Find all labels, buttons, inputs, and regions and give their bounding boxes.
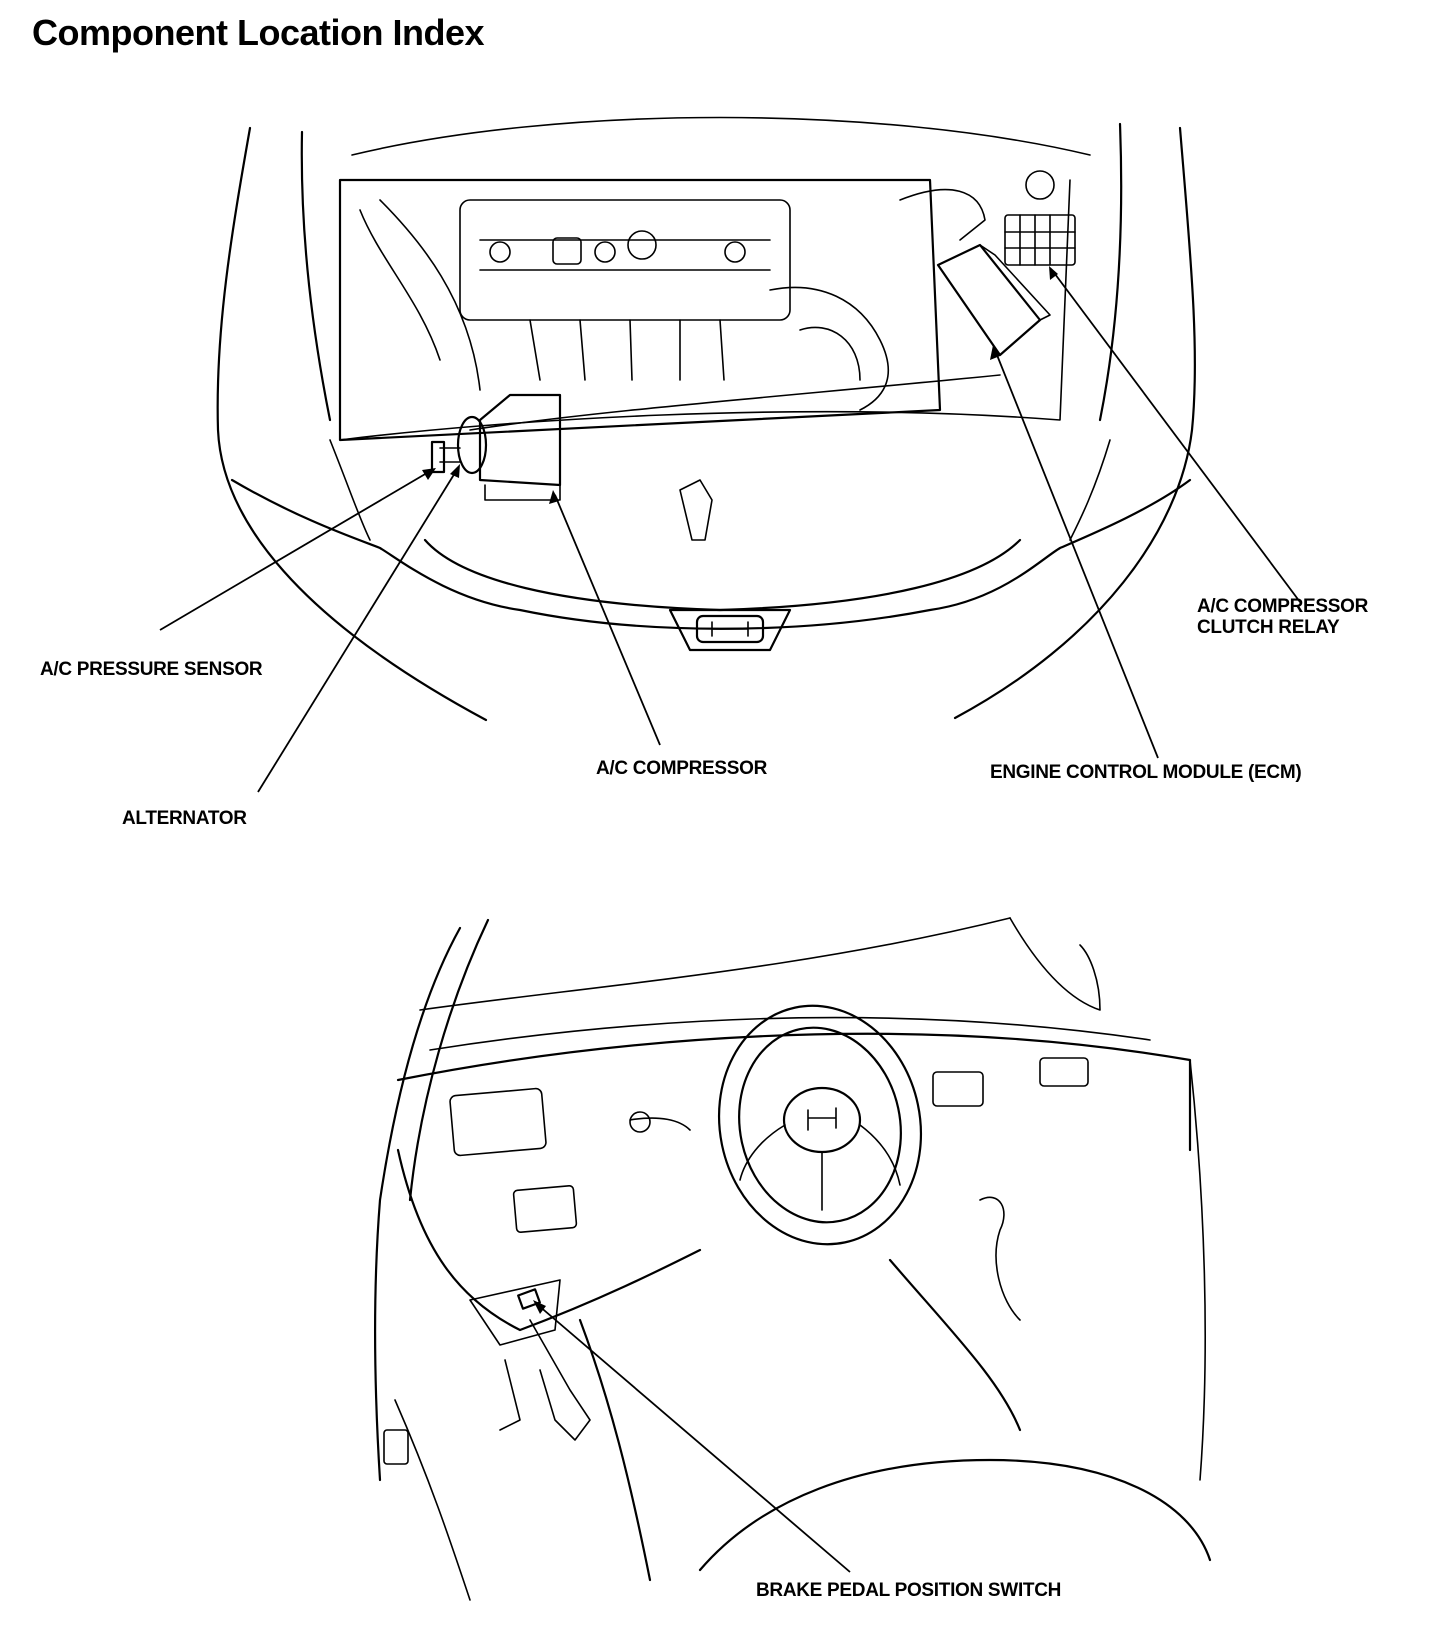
label-alternator: ALTERNATOR xyxy=(122,808,247,829)
label-ac-clutch-relay-line2: CLUTCH RELAY xyxy=(1197,617,1340,638)
label-ac-pressure-sensor: A/C PRESSURE SENSOR xyxy=(40,659,263,680)
engine-bay-illustration xyxy=(159,116,1301,793)
label-brake-pedal-switch: BRAKE PEDAL POSITION SWITCH xyxy=(756,1580,1062,1601)
label-ecm: ENGINE CONTROL MODULE (ECM) xyxy=(990,762,1302,783)
label-ac-compressor: A/C COMPRESSOR xyxy=(596,758,768,779)
label-ac-clutch-relay-line1: A/C COMPRESSOR xyxy=(1197,596,1369,617)
page-title: Component Location Index xyxy=(32,12,485,53)
